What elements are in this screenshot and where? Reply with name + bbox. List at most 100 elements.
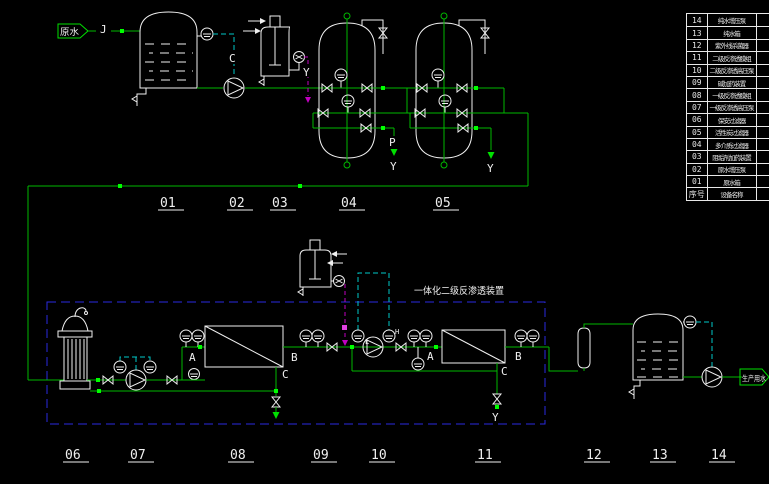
equipment-number-labels-top: 01 02 03 04 05 — [158, 196, 459, 211]
header-no: 序号 — [688, 189, 705, 199]
caustic-dosing-device — [297, 239, 347, 296]
eq-label-12: 12 — [586, 448, 602, 463]
antiscalant-dosing-device — [243, 15, 305, 86]
row-name: 一级反渗透膜组 — [706, 89, 756, 101]
activated-carbon-filter — [415, 12, 490, 169]
pressure-gauge-icon — [341, 94, 355, 113]
row-name: 活性炭过滤器 — [706, 126, 756, 138]
chem-feed-arrow-icon — [327, 260, 333, 266]
eq-label-03: 03 — [272, 196, 288, 211]
table-header-row: 序号设备名称 — [687, 187, 769, 200]
pressure-gauge-icon — [438, 94, 452, 113]
table-row: 12 紫外线杀菌器 — [687, 38, 769, 52]
pipe-letter-c: C — [229, 52, 236, 65]
ro-stage2-membrane — [441, 329, 506, 364]
row-no: 01 — [691, 177, 702, 187]
row-name: 二级反渗透高压泵 — [706, 64, 756, 76]
pure-water-pump — [701, 366, 723, 388]
row-name: 纯水箱 — [706, 27, 756, 39]
eq-label-06: 06 — [65, 448, 81, 463]
membrane1-port-a: A — [189, 351, 196, 364]
inlet-flag-label: 原水 — [60, 26, 79, 38]
drain-valve-icon — [131, 95, 138, 103]
dosing-pump-icon — [293, 51, 305, 63]
row-name: 多介质过滤器 — [706, 138, 756, 151]
row-qty — [755, 89, 769, 101]
row-name: 碱加药装置 — [706, 76, 756, 89]
header-qty — [755, 188, 769, 200]
eq-label-04: 04 — [341, 196, 357, 211]
membrane2-port-b: B — [515, 350, 522, 363]
pressure-gauge-icon — [514, 329, 528, 347]
eq-label-14: 14 — [711, 448, 727, 463]
table-row: 03 阻垢剂加药装置 — [687, 150, 769, 163]
eq-label-07: 07 — [130, 448, 146, 463]
pressure-gauge-icon — [311, 329, 325, 347]
header-name: 设备名称 — [706, 188, 756, 200]
table-row: 07 一级反渗透高压泵 — [687, 100, 769, 114]
chem-feed-arrow-icon — [260, 18, 266, 24]
filter-piping — [27, 83, 529, 380]
row-qty — [755, 14, 769, 27]
row-name: 阻垢剂加药装置 — [706, 151, 756, 163]
row-qty — [755, 76, 769, 89]
pipe-letter-j: J — [100, 23, 107, 36]
row-no: 07 — [691, 102, 702, 112]
level-switch-icon — [197, 27, 214, 41]
pressure-switch-icon — [143, 360, 157, 374]
pure-water-tank — [628, 313, 697, 399]
row-name: 紫外线杀菌器 — [706, 39, 756, 52]
raw-water-inlet-flag: 原水 — [57, 23, 89, 39]
product-water-flag: 生产用水 — [739, 368, 769, 386]
row-qty — [755, 151, 769, 163]
pressure-gauge-icon — [431, 68, 445, 88]
package-boundary — [46, 301, 546, 425]
row-no: 09 — [691, 78, 702, 88]
pipe-letter-y-dose: Y — [303, 66, 310, 79]
row-no: 12 — [691, 40, 702, 50]
row-no: 14 — [691, 15, 702, 25]
row-qty — [755, 114, 769, 126]
row-name: 二级反渗透膜组 — [706, 52, 756, 64]
eq-label-09: 09 — [313, 448, 329, 463]
high-pressure-switch-icon — [382, 329, 396, 343]
row-no: 11 — [691, 53, 702, 63]
pressure-gauge-icon — [334, 68, 348, 88]
row-name: 一级反渗透高压泵 — [706, 101, 756, 114]
eq-label-05: 05 — [435, 196, 451, 211]
multi-media-filter — [318, 12, 388, 169]
pressure-gauge-icon — [419, 329, 433, 347]
eq-label-10: 10 — [371, 448, 387, 463]
uv-sterilizer — [577, 327, 591, 369]
row-qty — [755, 27, 769, 39]
table-row: 11 二级反渗透膜组 — [687, 51, 769, 64]
pipe-letter-p: P — [389, 136, 396, 149]
pressure-gauge-icon — [299, 329, 313, 347]
cartridge-filter — [57, 307, 93, 390]
raw-water-tank — [131, 11, 214, 106]
eq-label-11: 11 — [477, 448, 493, 463]
ro-stage1-membrane — [204, 325, 284, 368]
row-qty — [755, 126, 769, 138]
row-no: 03 — [691, 152, 702, 162]
row-no: 10 — [691, 65, 702, 75]
low-pressure-switch-icon — [351, 329, 365, 343]
ro-stage2-pump: L H — [351, 272, 399, 358]
row-name: 原水增压泵 — [706, 163, 756, 176]
membrane2-port-c: C — [501, 365, 508, 378]
switch-letter-h: H — [395, 328, 399, 336]
raw-water-pump — [223, 77, 245, 99]
pressure-gauge-icon — [191, 329, 205, 347]
outlet-flag-label: 生产用水 — [742, 373, 766, 383]
row-name: 保安过滤器 — [706, 114, 756, 126]
pressure-gauge-icon — [179, 329, 193, 347]
row-qty — [755, 39, 769, 52]
